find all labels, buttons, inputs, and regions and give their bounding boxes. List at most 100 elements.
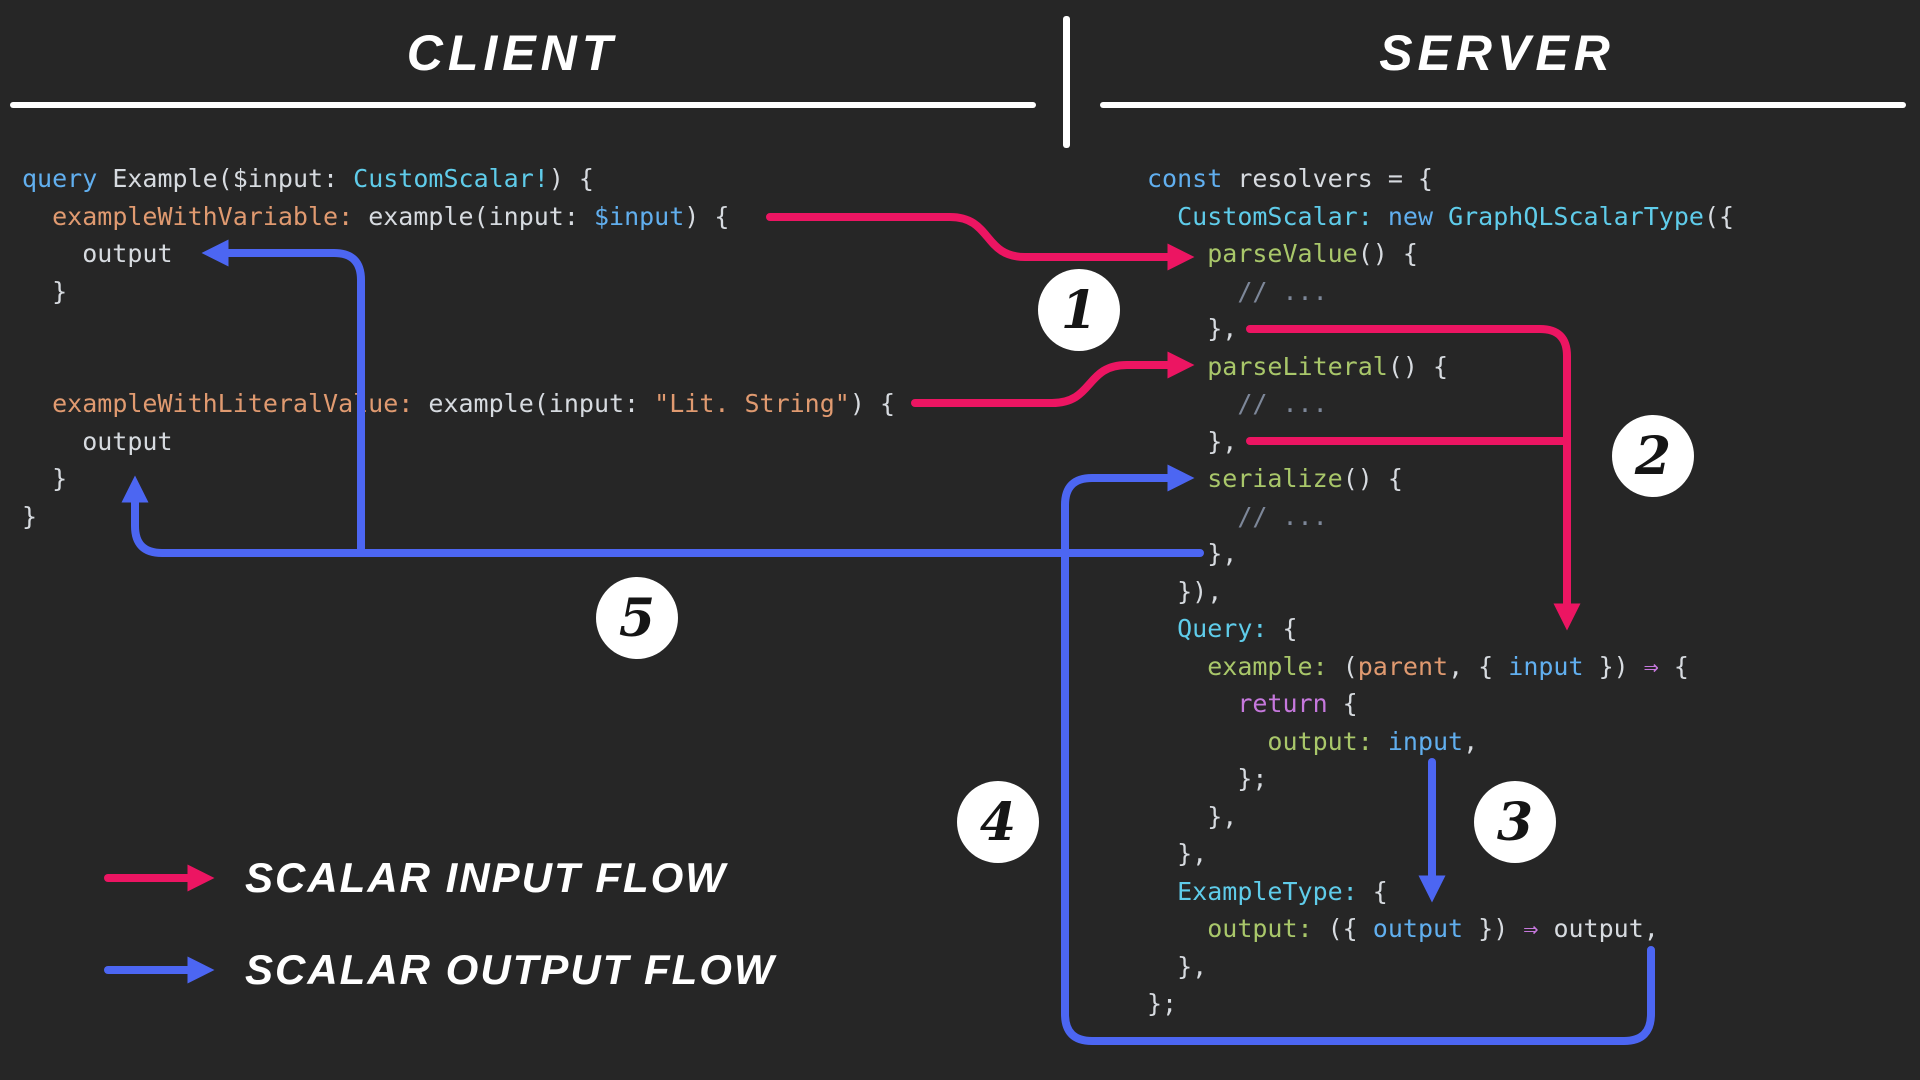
code-token: }), [1147,576,1223,606]
legend-output-flow-label: SCALAR OUTPUT FLOW [245,946,776,993]
code-token [1373,202,1388,231]
code-token: $input [593,201,685,231]
code-line: }, [1147,310,1734,348]
step-badge-1: 1 [1038,269,1120,351]
code-token: ExampleType: [1177,876,1358,906]
code-line: exampleWithLiteralValue: example(input: … [22,385,895,423]
step-badge-5-label: 5 [618,587,656,649]
step-badge-1-label: 1 [1060,279,1098,341]
client-heading: CLIENT [406,25,618,81]
code-line: output: input, [1147,723,1734,761]
code-token [1433,202,1448,231]
code-token [1147,689,1237,718]
code-token: ) { [849,389,895,418]
code-token: parseLiteral [1207,351,1388,381]
code-token: output [22,239,173,268]
code-token: { [1658,651,1689,681]
code-token: Example( [97,164,233,193]
code-token: { [1267,614,1298,643]
code-token [1147,652,1207,681]
code-line: parseLiteral() { [1147,348,1734,386]
code-token: // ... [1237,276,1328,306]
code-token: { [1327,689,1358,718]
code-token: output [1372,914,1464,943]
code-token: // ... [1237,501,1328,531]
code-token: input [1387,726,1464,756]
code-line: }, [1147,835,1734,873]
code-line: } [22,273,895,311]
code-token: , [1463,726,1479,756]
code-token: ) { [548,164,594,193]
code-token [1147,389,1237,418]
code-token [1147,914,1207,943]
code-token: }) [1583,651,1644,681]
code-line: CustomScalar: new GraphQLScalarType({ [1147,198,1734,236]
code-line [22,310,895,348]
code-token: () { [1387,351,1449,381]
code-token: }, [1147,314,1238,343]
code-token: }) [1463,914,1524,943]
code-line: }, [1147,535,1734,573]
client-underline [10,102,1036,108]
code-line: ExampleType: { [1147,873,1734,911]
code-token [1147,239,1207,268]
code-token: "Lit. String" [654,389,850,418]
code-line: parseValue() { [1147,235,1734,273]
code-line: }, [1147,423,1734,461]
code-token: resolvers = { [1222,164,1433,193]
code-token: ({ [1703,201,1735,231]
step-badge-2-label: 2 [1634,425,1672,487]
code-token: output: [1207,914,1313,943]
input-arrow-literal-to-parseliteral [911,351,1195,407]
code-token: Query: [1177,614,1268,643]
code-token: parent [1357,651,1449,681]
code-token: exampleWithVariable: [52,201,354,231]
code-token: parseValue [1207,239,1358,268]
step-badge-4: 4 [957,781,1039,863]
code-line: }, [1147,948,1734,986]
code-token: ⇒ [1523,914,1539,943]
code-token [1147,614,1177,643]
code-line: const resolvers = { [1147,160,1734,198]
code-line: output: ({ output }) ⇒ output, [1147,910,1734,948]
code-token: serialize [1207,464,1343,493]
step-badge-3: 3 [1474,781,1556,863]
code-token: () { [1342,464,1403,493]
code-line: }; [1147,985,1734,1023]
code-token: } [22,276,68,306]
code-line: Query: { [1147,610,1734,648]
code-token: , { [1448,651,1509,681]
code-token: { [1357,876,1388,906]
code-token: example(input: [353,201,594,231]
server-underline [1100,102,1906,108]
code-token: }, [1147,539,1238,568]
code-token: ) { [684,201,730,231]
code-token: input [1508,651,1584,681]
code-token: }, [1147,951,1208,981]
code-token: () { [1357,239,1418,268]
code-token: ({ [1312,914,1373,943]
code-line: }, [1147,798,1734,836]
code-token: CustomScalar: [1177,201,1373,231]
code-token [1147,464,1207,493]
code-token: $input: [232,164,354,193]
step-badge-4-label: 4 [979,791,1017,853]
code-line [22,348,895,386]
code-token: exampleWithLiteralValue: [52,389,414,418]
code-token: } [22,464,68,493]
code-line: exampleWithVariable: example(input: $inp… [22,198,895,236]
code-line: } [22,460,895,498]
code-token [22,202,52,231]
code-line: example: (parent, { input }) ⇒ { [1147,648,1734,686]
code-line: // ... [1147,273,1734,311]
code-token: }, [1147,839,1208,868]
code-token: query [22,164,98,193]
code-token: example(input: [413,389,655,418]
code-line: query Example($input: CustomScalar!) { [22,160,895,198]
code-token [1373,727,1388,756]
code-token: return [1237,689,1328,718]
code-line: return { [1147,685,1734,723]
client-code-block: query Example($input: CustomScalar!) { e… [22,160,895,535]
code-token: output [22,426,173,456]
